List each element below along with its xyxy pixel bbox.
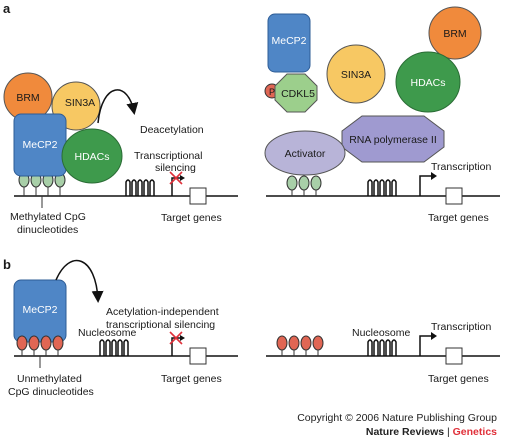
nucleosome-coil bbox=[125, 179, 155, 196]
methyl-cpg-marker bbox=[286, 175, 298, 191]
unmethyl-cpg-marker bbox=[300, 335, 312, 351]
methyl-cpg-marker bbox=[298, 175, 310, 191]
unmethylated-text-1: Unmethylated bbox=[17, 373, 82, 385]
unmethyl-cpg-marker bbox=[52, 335, 64, 351]
unmethyl-cpg-marker bbox=[40, 335, 52, 351]
methylated-text-1: Methylated CpG bbox=[10, 211, 86, 223]
mecp2-label: MeCP2 bbox=[271, 35, 306, 47]
activator-protein bbox=[264, 130, 346, 176]
journal-line: Nature Reviews | Genetics bbox=[297, 425, 497, 439]
brm-label: BRM bbox=[16, 92, 39, 104]
unmethylated-text-2: CpG dinucleotides bbox=[8, 386, 94, 398]
unmethylated-cpg-group bbox=[276, 335, 324, 356]
brm-label: BRM bbox=[443, 28, 466, 40]
methylated-cpg-group bbox=[18, 172, 66, 208]
deacetylation-text: Deacetylation bbox=[140, 124, 204, 136]
nucleosome-text: Nucleosome bbox=[78, 327, 137, 339]
methylated-cpg-group bbox=[286, 175, 322, 196]
hdacs-protein bbox=[61, 128, 123, 184]
activator-label: Activator bbox=[285, 148, 326, 160]
tss-arrow-blocked bbox=[171, 177, 182, 196]
hdacs-label: HDACs bbox=[74, 151, 109, 163]
unmethyl-cpg-marker bbox=[276, 335, 288, 351]
target-genes-text: Target genes bbox=[161, 212, 222, 224]
nucleosome-text: Nucleosome bbox=[352, 327, 411, 339]
brm-protein bbox=[428, 6, 482, 60]
sin3a-label: SIN3A bbox=[65, 97, 95, 109]
silencing-arrow bbox=[55, 260, 104, 303]
journal-name: Nature Reviews bbox=[365, 426, 445, 438]
journal-section: Genetics bbox=[452, 426, 497, 438]
target-gene-box bbox=[189, 347, 207, 365]
deacetylation-arrow bbox=[97, 89, 139, 124]
phosphate-label: P bbox=[269, 87, 275, 97]
nucleosome-coil bbox=[99, 339, 129, 356]
tss-arrow-active bbox=[419, 175, 433, 196]
unmethyl-cpg-marker bbox=[28, 335, 40, 351]
mecp2-protein bbox=[267, 13, 311, 73]
rna-polymerase-protein bbox=[341, 115, 445, 163]
nucleosome-coil bbox=[367, 179, 397, 196]
acetyl-text-2: transcriptional silencing bbox=[106, 319, 215, 331]
target-genes-text: Target genes bbox=[428, 212, 489, 224]
sin3a-protein bbox=[326, 44, 386, 104]
sin3a-label: SIN3A bbox=[341, 69, 371, 81]
hdacs-label: HDACs bbox=[410, 77, 445, 89]
cdkl5-protein bbox=[274, 73, 318, 113]
target-gene-box bbox=[189, 187, 207, 205]
unmethyl-cpg-marker bbox=[16, 335, 28, 351]
silencing-text-1: Transcriptional bbox=[134, 150, 202, 162]
acetyl-text-1: Acetylation-independent bbox=[106, 306, 219, 318]
rnapol-label: RNA polymerase II bbox=[349, 134, 437, 146]
mecp2-label: MeCP2 bbox=[22, 139, 57, 151]
unmethylated-cpg-group bbox=[16, 335, 64, 368]
target-genes-text: Target genes bbox=[428, 373, 489, 385]
transcription-text: Transcription bbox=[431, 161, 491, 173]
silencing-text-2: silencing bbox=[155, 162, 196, 174]
transcription-text: Transcription bbox=[431, 321, 491, 333]
copyright-line: Copyright © 2006 Nature Publishing Group bbox=[297, 412, 497, 424]
journal-separator: | bbox=[444, 426, 453, 438]
tss-arrow-active bbox=[419, 335, 433, 356]
unmethyl-cpg-marker bbox=[288, 335, 300, 351]
mecp2-label: MeCP2 bbox=[22, 304, 57, 316]
nucleosome-coil bbox=[367, 339, 397, 356]
unmethyl-cpg-marker bbox=[312, 335, 324, 351]
tss-arrow-blocked bbox=[171, 337, 182, 356]
mecp2-protein bbox=[13, 279, 67, 343]
copyright-block: Copyright © 2006 Nature Publishing Group… bbox=[297, 411, 497, 439]
panel-a-label: a bbox=[3, 1, 11, 16]
target-gene-box bbox=[445, 347, 463, 365]
methylated-text-2: dinucleotides bbox=[17, 224, 78, 236]
cdkl5-label: CDKL5 bbox=[281, 88, 315, 100]
target-gene-box bbox=[445, 187, 463, 205]
hdacs-protein bbox=[395, 51, 461, 113]
methyl-cpg-marker bbox=[310, 175, 322, 191]
target-genes-text: Target genes bbox=[161, 373, 222, 385]
panel-b-label: b bbox=[3, 257, 11, 272]
